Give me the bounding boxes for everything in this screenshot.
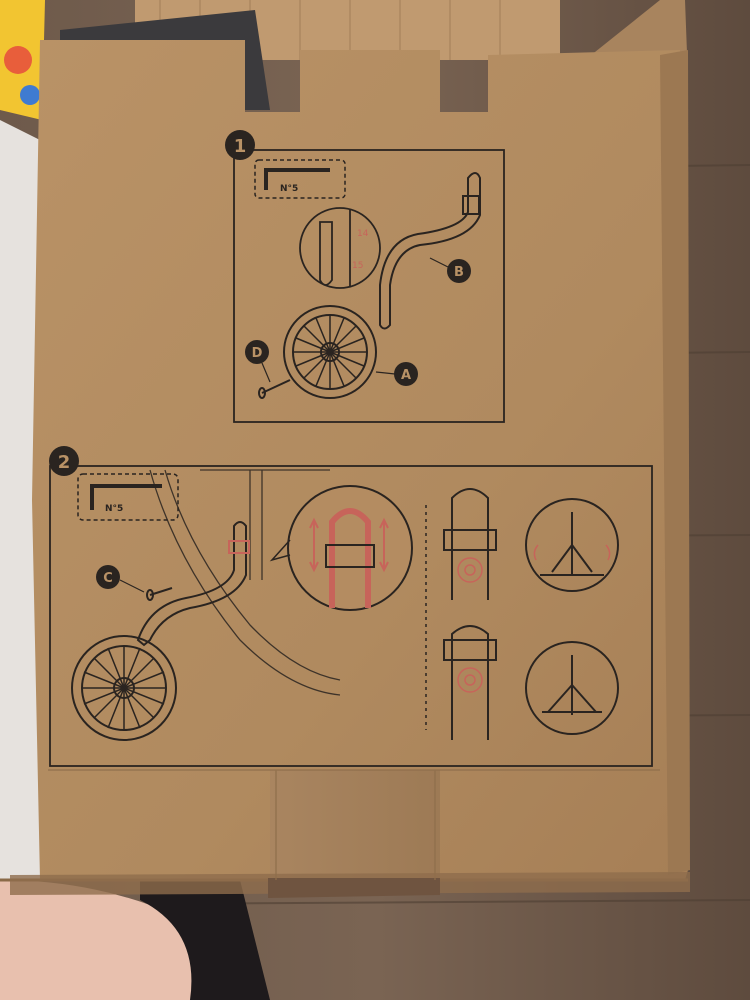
callout-a-badge bbox=[394, 362, 418, 386]
fold-lines bbox=[48, 769, 660, 880]
step2-number-badge bbox=[49, 446, 79, 476]
arm bbox=[0, 880, 202, 1000]
step1-number-badge bbox=[225, 130, 255, 160]
wheel-step2 bbox=[71, 635, 177, 741]
bolt-c bbox=[146, 587, 173, 601]
callout-a: A bbox=[401, 368, 411, 383]
bottom-tab bbox=[270, 770, 440, 880]
step1-panel bbox=[233, 149, 505, 423]
bolt-detail-circle bbox=[299, 207, 381, 289]
hex-key-box-2 bbox=[77, 473, 179, 521]
bolt-mark-top: 14 bbox=[357, 229, 369, 239]
step2-number: 2 bbox=[58, 452, 71, 473]
left-fabric bbox=[0, 120, 40, 900]
callout-d: D bbox=[252, 346, 263, 361]
position-lower bbox=[443, 625, 497, 740]
bolt-d bbox=[258, 379, 291, 399]
bracket-arm-b bbox=[379, 172, 481, 330]
box-face bbox=[32, 40, 688, 880]
height-adjust-detail bbox=[287, 485, 413, 611]
bolt-mark-bottom: 15 bbox=[352, 261, 363, 271]
bike-frame-sketch bbox=[149, 469, 341, 696]
hex-key-size-1: N°5 bbox=[280, 184, 298, 194]
dark-clothing bbox=[140, 880, 270, 1000]
hex-key-size-2: N°5 bbox=[105, 504, 123, 514]
stance-stable-icon bbox=[525, 641, 619, 735]
step1-number: 1 bbox=[234, 136, 247, 157]
box-side bbox=[660, 50, 690, 875]
hex-key-box-1 bbox=[254, 159, 346, 199]
callout-b-badge bbox=[447, 259, 471, 283]
bracket-arm-mounted bbox=[136, 521, 247, 647]
position-upper bbox=[443, 488, 497, 600]
callout-c-badge bbox=[96, 565, 120, 589]
callout-c: C bbox=[103, 571, 113, 586]
clamp-red bbox=[228, 540, 250, 554]
step2-panel bbox=[49, 465, 653, 767]
callout-d-badge bbox=[245, 340, 269, 364]
stance-wobble-icon bbox=[525, 498, 619, 592]
callout-b: B bbox=[454, 265, 464, 280]
wheel-a bbox=[283, 305, 377, 399]
